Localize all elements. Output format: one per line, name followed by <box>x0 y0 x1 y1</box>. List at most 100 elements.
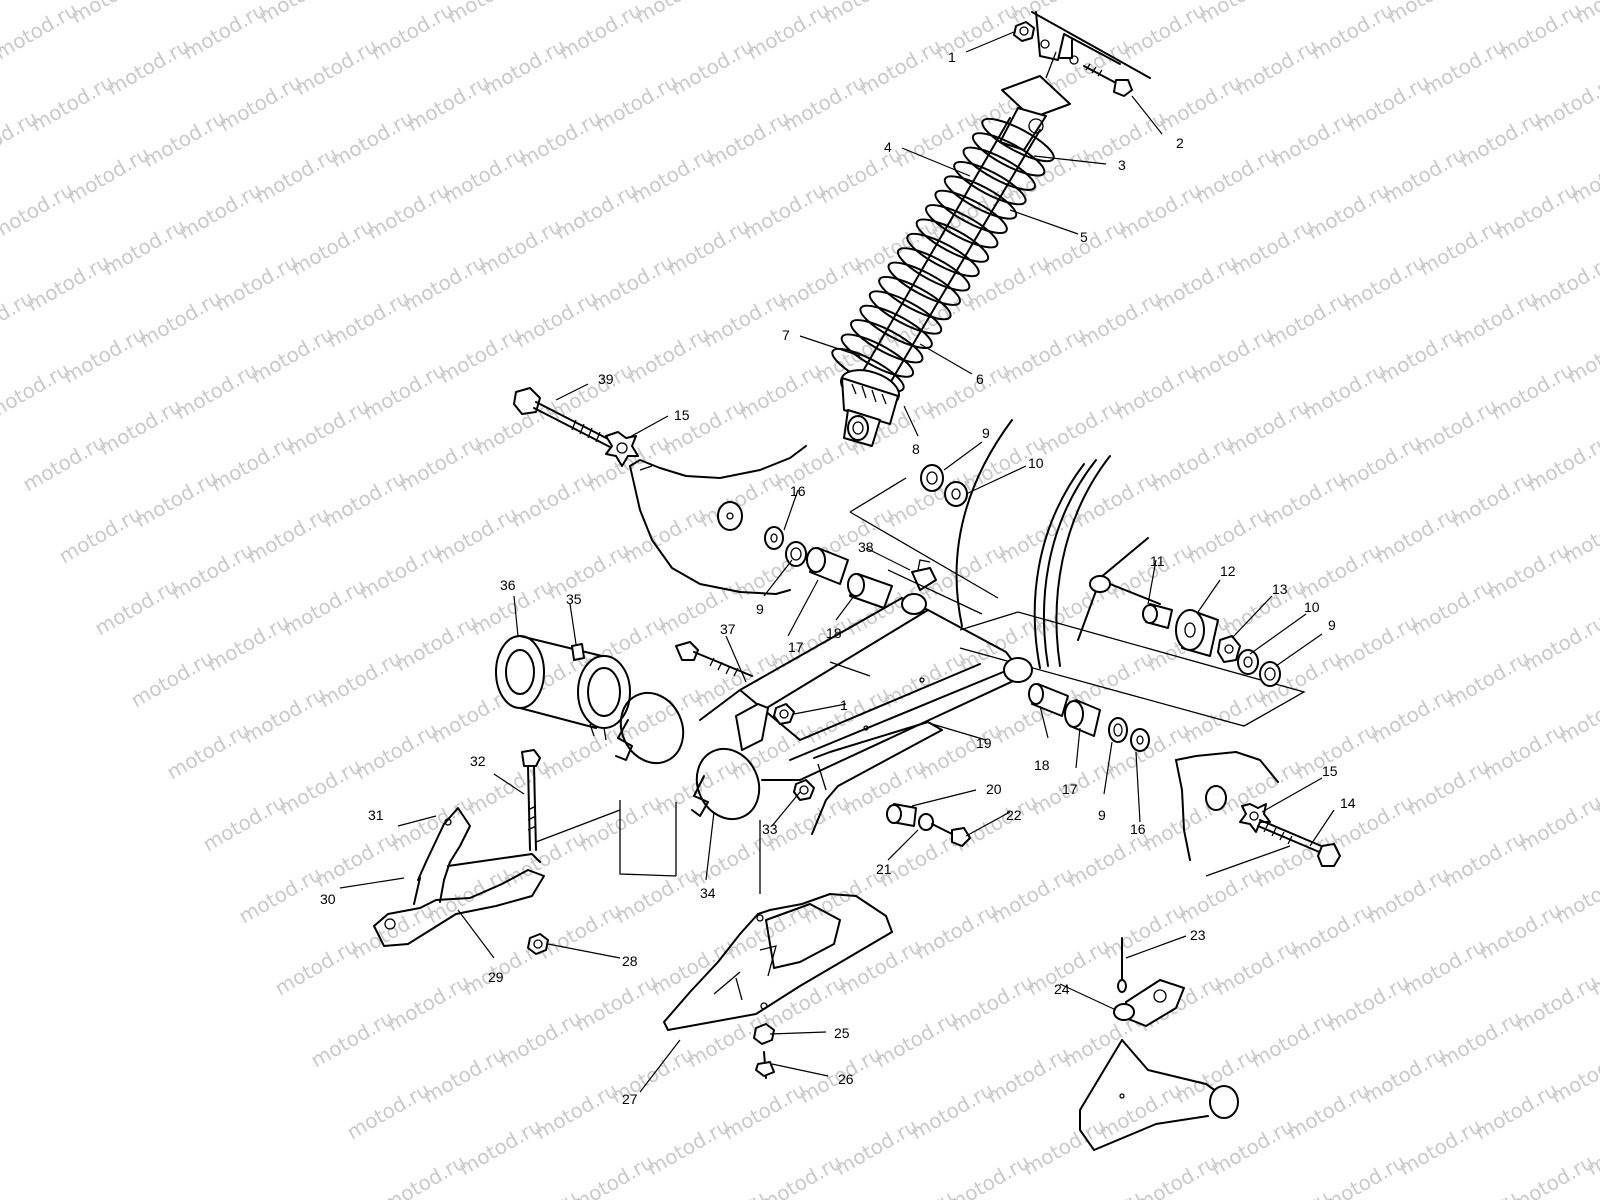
callout-7: 7 <box>782 327 790 343</box>
watermark-text: motod.ru <box>943 1150 1034 1200</box>
watermark-text: motod.ru <box>379 1150 470 1200</box>
callout-2: 2 <box>1176 135 1184 151</box>
watermark-text: motod.ru <box>1555 682 1600 749</box>
spring-coil-turn <box>896 247 971 292</box>
spring-coil-turn <box>915 218 990 263</box>
callout-14: 14 <box>1340 795 1356 811</box>
spring-coil-turn <box>906 232 980 278</box>
callout-12: 12 <box>1220 563 1236 579</box>
watermark-text: motod.ru <box>631 0 722 28</box>
pin-23 <box>1117 937 1127 993</box>
shock-absorber <box>831 107 1055 447</box>
callout-34: 34 <box>700 885 716 901</box>
callout-13: 13 <box>1272 581 1288 597</box>
nut-33 <box>793 779 815 801</box>
bushing-17-lower <box>1064 699 1101 737</box>
bracket-19 <box>811 721 943 835</box>
callout-28: 28 <box>622 953 638 969</box>
watermark-text: motod.ru <box>443 0 534 28</box>
spring-coil-turn <box>868 290 943 335</box>
spring-coil-turn <box>840 333 915 378</box>
callout-19: 19 <box>976 735 992 751</box>
grease-zerk-35 <box>571 643 585 661</box>
clamp-left <box>615 691 685 765</box>
nut-center <box>773 703 795 725</box>
spring-coil-turn <box>971 132 1046 177</box>
callout-17-upper: 17 <box>788 639 804 655</box>
callout-9-upper: 9 <box>982 425 990 441</box>
washer-16-left <box>764 526 784 550</box>
callout-18-upper: 18 <box>826 625 842 641</box>
skid-plate <box>663 893 893 1031</box>
spring-coil-turn <box>943 175 1018 220</box>
callout-37: 37 <box>720 621 736 637</box>
wheel-hub-spokes <box>1077 537 1161 641</box>
callout-22: 22 <box>1006 807 1022 823</box>
bolt-left-upper <box>513 387 615 449</box>
callout-36: 36 <box>500 577 516 593</box>
watermark-text: motod.ru <box>567 1150 658 1200</box>
bushing-18-lower <box>1028 683 1069 717</box>
watermark-text: motod.ru <box>67 0 158 28</box>
washer-9-left <box>785 541 807 567</box>
clamp-right <box>691 747 761 821</box>
bolt-32 <box>521 749 541 851</box>
watermark-text: motod.ru <box>1547 1042 1600 1109</box>
nut-13 <box>1217 635 1241 663</box>
spring-coil-turn <box>953 160 1027 206</box>
washer-9-right <box>1259 661 1281 687</box>
washer-24 <box>1113 1003 1135 1021</box>
watermark-text: motod.ru <box>1519 610 1600 677</box>
callout-15-lower: 15 <box>1322 763 1338 779</box>
callout-26: 26 <box>838 1071 854 1087</box>
watermark-text: motod.ru <box>1559 502 1600 569</box>
watermark-text: motod.ru <box>1383 0 1474 28</box>
watermark-text: motod.ru <box>1319 1150 1410 1200</box>
bolt-26 <box>755 1051 775 1079</box>
watermark-text: motod.ru <box>755 1150 846 1200</box>
watermark-text: motod.ru <box>255 0 346 28</box>
left-mounting-plate <box>629 445 807 595</box>
bolt-37 <box>675 641 753 677</box>
callout-27: 27 <box>622 1091 638 1107</box>
hitch-bracket <box>373 807 621 947</box>
callout-9-left: 9 <box>756 601 764 617</box>
spring-coil-turn <box>962 146 1036 191</box>
watermark-text: motod.ru <box>1531 70 1600 137</box>
spacer-11 <box>1142 603 1173 629</box>
spring-coil-turn <box>981 117 1055 163</box>
spring-coil-turn <box>859 304 933 350</box>
washer-25 <box>753 1023 775 1045</box>
callout-39: 39 <box>598 371 614 387</box>
star-washer-upper <box>605 431 639 467</box>
watermark-text: motod.ru <box>1527 250 1600 317</box>
callout-1-center: 1 <box>840 697 848 713</box>
callout-30: 30 <box>320 891 336 907</box>
washer-9-lower <box>1108 717 1128 743</box>
spring-coil-turn <box>925 204 999 249</box>
bushing-12 <box>1175 609 1219 657</box>
right-mounting-plate <box>1175 751 1291 877</box>
spring-coil-turn <box>850 319 924 364</box>
washer-16-lower <box>1130 728 1150 752</box>
callout-11: 11 <box>1150 553 1165 569</box>
watermark-text: motod.ru <box>1563 322 1600 389</box>
bolt-14 <box>1257 819 1341 867</box>
callout-32: 32 <box>470 753 486 769</box>
bushing-17-upper <box>806 547 849 585</box>
callout-10-upper: 10 <box>1028 455 1044 471</box>
leader-lines <box>339 31 1335 1093</box>
nut-top <box>1013 21 1035 42</box>
spacer-20 <box>886 803 917 827</box>
washer-10-upper-right <box>944 481 968 507</box>
callout-labels: 1 2 3 4 5 6 7 8 9 10 39 15 16 38 11 12 1… <box>320 49 1356 1107</box>
watermark-text: motod.ru <box>1551 862 1600 929</box>
callout-17-lower: 17 <box>1062 781 1078 797</box>
callout-23: 23 <box>1190 927 1206 943</box>
callout-35: 35 <box>566 591 582 607</box>
callout-16-upper: 16 <box>790 483 806 499</box>
wheel-rim <box>955 419 1111 669</box>
watermark-text: motod.ru <box>1195 0 1286 28</box>
callout-9-lower: 9 <box>1098 807 1106 823</box>
